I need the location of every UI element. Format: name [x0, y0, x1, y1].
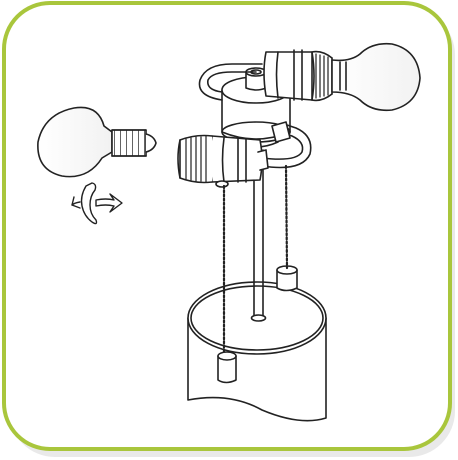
front-socket [178, 136, 268, 188]
pull-chain-right [286, 166, 287, 268]
chain-weight-right [277, 266, 297, 291]
